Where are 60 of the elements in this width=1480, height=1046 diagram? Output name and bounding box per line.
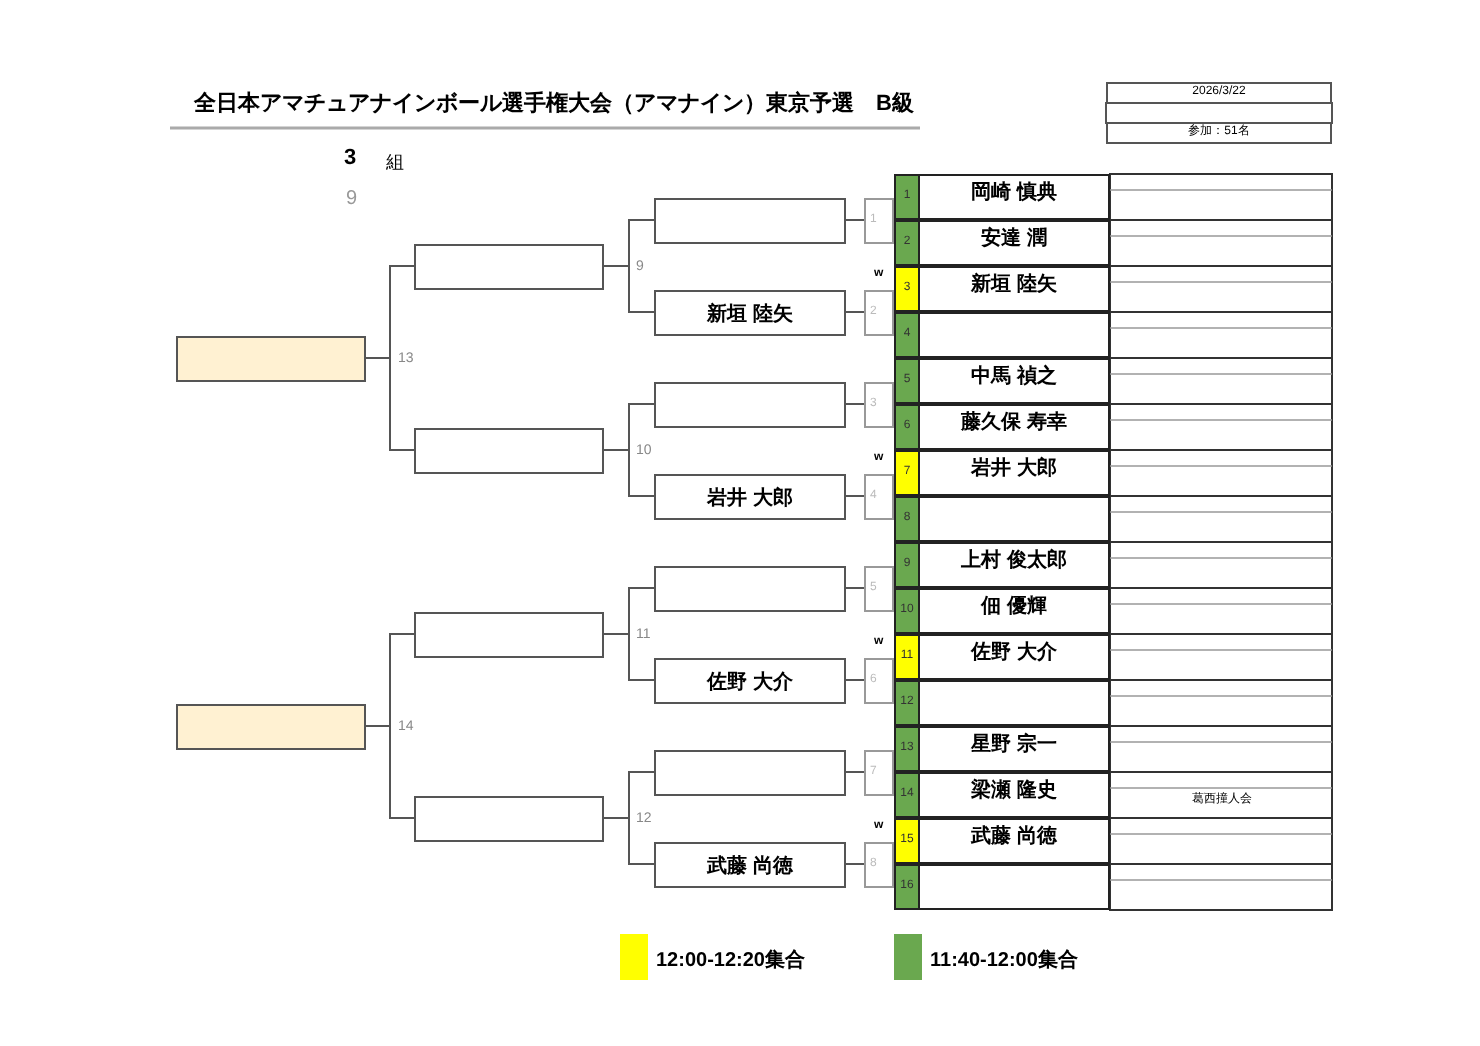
bracket-line [365, 357, 415, 451]
group-label: 組 [386, 150, 404, 176]
player-row [894, 634, 1110, 680]
player-row [894, 358, 1110, 404]
player-row [894, 864, 1110, 910]
player-row [894, 726, 1110, 772]
player-name: 佐野 大介 [704, 669, 795, 695]
bracket-line [365, 725, 415, 819]
bracket-box [654, 841, 846, 887]
player-name: 藤久保 寿幸 [959, 409, 1069, 436]
bracket-box [654, 473, 846, 519]
player-row [894, 312, 1110, 358]
bracket-line [845, 679, 865, 681]
player-name: 武藤 尚徳 [968, 823, 1059, 850]
bracket-box [654, 381, 846, 427]
player-row [894, 680, 1110, 726]
player-name: 安達 潤 [979, 224, 1049, 252]
player-name: 上村 俊太郎 [959, 546, 1069, 574]
player-name: 佐野 大介 [968, 639, 1059, 666]
bracket-line [845, 403, 865, 405]
bracket-line [845, 771, 865, 773]
bracket-line [845, 863, 865, 865]
player-name: 星野 宗一 [969, 730, 1059, 758]
player-row [894, 542, 1110, 588]
player-name: 岩井 大郎 [705, 484, 795, 511]
bracket-line [845, 495, 865, 497]
player-name: 新垣 陸矢 [705, 300, 795, 327]
player-row [894, 818, 1110, 864]
bracket-line [845, 219, 865, 221]
bracket-box [654, 657, 846, 703]
player-row [894, 404, 1110, 450]
bracket-line [603, 449, 655, 497]
player-row [894, 266, 1110, 312]
player-row [894, 772, 1110, 818]
faint-number: 9 [346, 188, 358, 210]
bracket-box [654, 289, 846, 335]
player-name: 梁瀬 隆史 [969, 776, 1059, 804]
player-name: 岡崎 慎典 [969, 179, 1059, 206]
bracket-box [654, 749, 846, 795]
player-row [894, 496, 1110, 542]
bracket-line [603, 633, 655, 681]
player-row [894, 588, 1110, 634]
player-row [894, 450, 1110, 496]
player-name: 新垣 陸矢 [969, 270, 1059, 298]
legend-text: 12:00-12:20集合 [656, 947, 805, 974]
player-name: 岩井 大郎 [969, 454, 1059, 482]
legend-text: 11:40-12:00集合 [930, 947, 1078, 974]
player-row [894, 174, 1110, 220]
player-name: 武藤 尚徳 [704, 853, 795, 879]
bracket-box [654, 565, 846, 611]
bracket-line [845, 311, 865, 313]
bracket-line [603, 817, 655, 865]
player-name: 中馬 禎之 [969, 362, 1059, 390]
bracket-box [654, 197, 846, 243]
group-number: 3 [344, 146, 357, 170]
bracket-line [845, 587, 865, 589]
player-name: 佃 優輝 [978, 593, 1049, 620]
player-row [894, 220, 1110, 266]
title: 全日本アマチュアナインボール選手権大会（アマナイン）東京予選 B級 [194, 89, 914, 118]
bracket-line [603, 265, 655, 313]
